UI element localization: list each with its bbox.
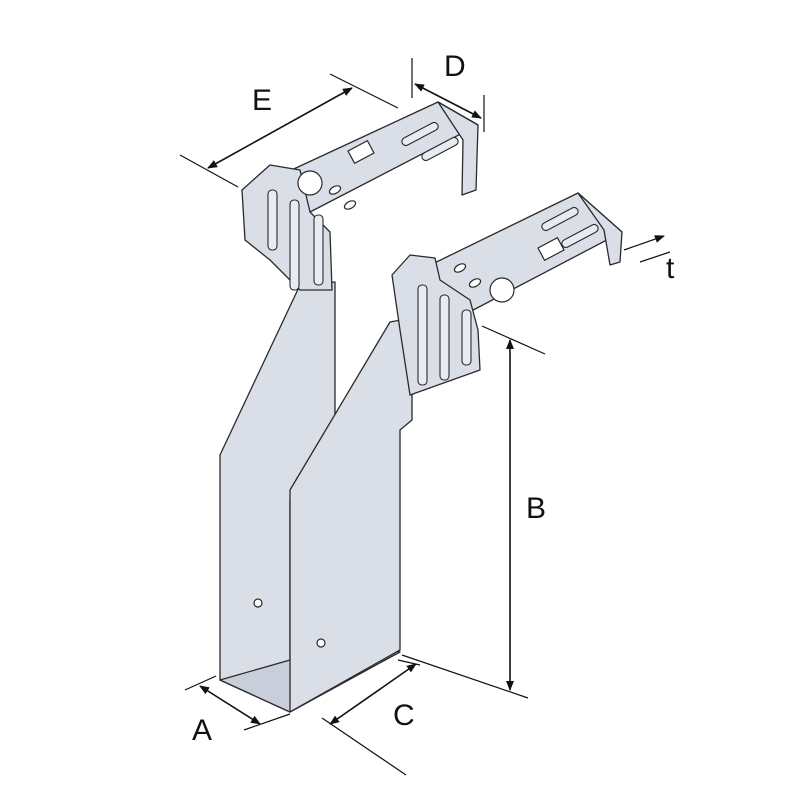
dimension-d: D bbox=[411, 50, 485, 132]
label-t: t bbox=[666, 252, 675, 285]
nail-hole bbox=[316, 638, 326, 648]
right-top-flange bbox=[391, 192, 623, 396]
dimension-e: E bbox=[179, 73, 399, 188]
dimension-t: t bbox=[623, 235, 675, 285]
dimension-c: C bbox=[321, 659, 421, 776]
nail-hole bbox=[253, 598, 263, 608]
label-e: E bbox=[252, 84, 272, 117]
dimension-a: A bbox=[184, 675, 291, 747]
label-a: A bbox=[192, 714, 212, 747]
label-b: B bbox=[526, 492, 546, 525]
label-c: C bbox=[393, 699, 415, 732]
label-d: D bbox=[444, 50, 466, 83]
dimension-b: B bbox=[401, 325, 546, 699]
